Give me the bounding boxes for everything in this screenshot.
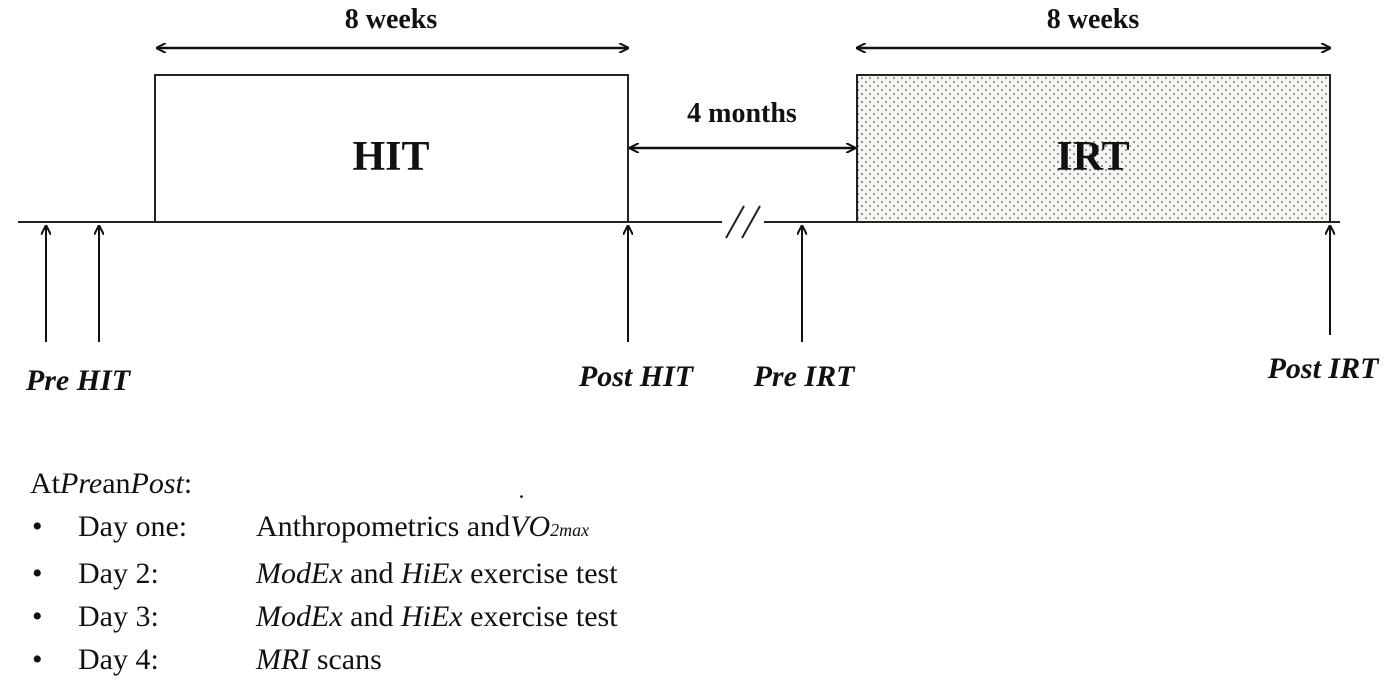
- item-text: and: [342, 600, 401, 633]
- gap-label: 4 months: [687, 98, 797, 129]
- day-label: Day 4:: [78, 643, 159, 676]
- irt-phase-box: [856, 74, 1331, 223]
- item-text-italic: HiEx: [400, 557, 463, 590]
- axis-break-gap: [722, 210, 764, 234]
- vo2-v: V: [510, 483, 528, 548]
- list-item: • Day 4: MRI scans: [30, 638, 618, 681]
- measurement-notes: At Pre an Post: • Day one: Anthropometri…: [30, 462, 618, 681]
- item-text-italic: MRI: [256, 643, 310, 676]
- item-text: exercise test: [462, 600, 618, 633]
- day-label: Day 2:: [78, 557, 159, 590]
- notes-intro-text: :: [183, 467, 193, 500]
- irt-phase-label: IRT: [1056, 134, 1129, 180]
- notes-intro-pre: Pre: [60, 467, 103, 500]
- item-text: exercise test: [462, 557, 618, 590]
- axis-break-mark: [725, 205, 745, 239]
- timepoint-label-pre-irt: Pre IRT: [753, 360, 857, 393]
- item-text-italic: ModEx: [256, 557, 343, 590]
- notes-intro: At Pre an Post:: [30, 462, 618, 505]
- item-text: Anthropometrics and: [256, 510, 511, 543]
- item-text: and: [342, 557, 401, 590]
- list-item: • Day 3: ModEx and HiEx exercise test: [30, 595, 618, 638]
- notes-intro-text: an: [102, 467, 131, 500]
- timepoint-label-post-irt: Post IRT: [1267, 352, 1381, 385]
- timepoint-label-pre-hit: Pre HIT: [25, 364, 132, 397]
- day-label: Day 3:: [78, 600, 159, 633]
- vo2-o: O: [528, 510, 551, 543]
- item-text-italic: ModEx: [256, 600, 343, 633]
- vo2-subscript: 2max: [550, 520, 590, 540]
- hit-phase-label: HIT: [352, 134, 429, 180]
- bullet: •: [32, 510, 43, 543]
- axis-break-mark: [741, 205, 761, 239]
- hit-phase-box: [154, 74, 629, 223]
- item-text-italic: HiEx: [400, 600, 463, 633]
- timepoint-label-post-hit: Post HIT: [578, 360, 695, 393]
- irt-duration-label: 8 weeks: [1047, 4, 1140, 35]
- hit-duration-label: 8 weeks: [345, 4, 438, 35]
- bullet: •: [32, 600, 43, 633]
- list-item: • Day 2: ModEx and HiEx exercise test: [30, 552, 618, 595]
- item-text: scans: [309, 643, 382, 676]
- bullet: •: [32, 557, 43, 590]
- bullet: •: [32, 643, 43, 676]
- study-timeline-diagram: HIT IRT 8 weeks 8 weeks 4 months Pre HIT…: [18, 4, 1381, 397]
- notes-intro-post: Post: [130, 467, 184, 500]
- day-label: Day one:: [78, 510, 188, 543]
- notes-intro-text: At: [30, 467, 60, 500]
